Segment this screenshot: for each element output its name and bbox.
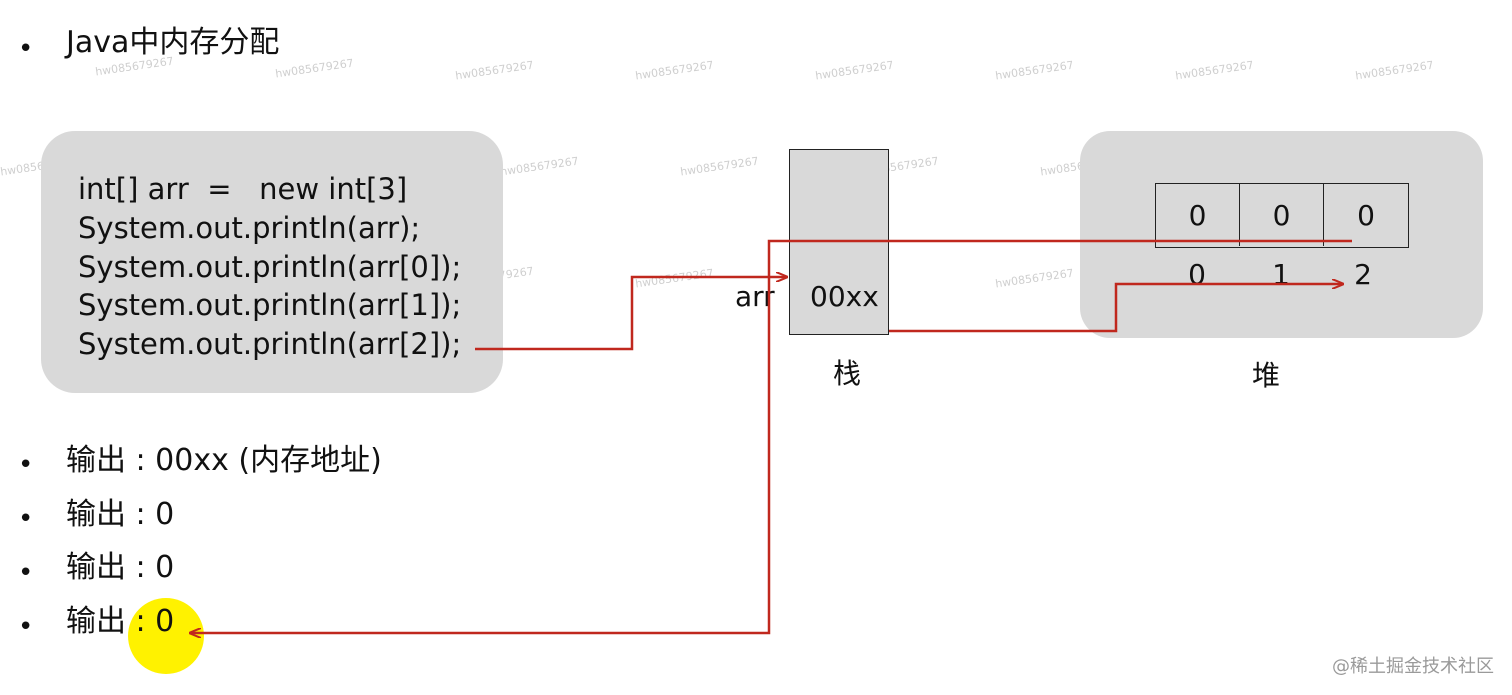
output-line: 输出 : 0 xyxy=(66,553,174,583)
output-value: : 0 xyxy=(126,497,175,532)
code-panel xyxy=(41,131,503,393)
bullet-marker: • xyxy=(18,612,34,642)
bullet-marker: • xyxy=(18,504,34,534)
output-prefix: 输出 xyxy=(66,550,126,585)
bullet-marker: • xyxy=(18,450,34,480)
arrow-stack-to-heap xyxy=(889,284,1343,333)
heap-array: 0 0 0 xyxy=(1155,183,1409,248)
code-line: int[] arr = new int[3] xyxy=(78,172,408,206)
output-value: : 00xx (内存地址) xyxy=(126,443,382,478)
arrow-code-to-stack xyxy=(475,277,787,351)
output-prefix: 输出 xyxy=(66,497,126,532)
output-line: 输出 : 00xx (内存地址) xyxy=(66,446,382,476)
slide-title: Java中内存分配 xyxy=(66,25,280,60)
arrow-heap-to-output xyxy=(190,239,1352,633)
bullet-marker: • xyxy=(18,34,34,64)
heap-label: 堆 xyxy=(1252,359,1281,392)
source-credit: @稀土掘金技术社区 xyxy=(1332,656,1494,677)
heap-cell: 0 xyxy=(1240,184,1324,246)
code-line: System.out.println(arr[0]); xyxy=(78,249,462,284)
stack-label: 栈 xyxy=(833,357,862,390)
code-line: System.out.println(arr); xyxy=(78,210,421,245)
heap-cell: 0 xyxy=(1156,184,1240,246)
heap-panel xyxy=(1080,131,1483,338)
code-block: int[] arr = new int[3] System.out.printl… xyxy=(78,170,461,364)
output-value: : 0 xyxy=(126,550,175,585)
output-line: 输出 : 0 xyxy=(66,607,174,637)
code-line: System.out.println(arr[1]); xyxy=(78,288,462,323)
heap-index: 2 xyxy=(1354,258,1372,291)
code-line: System.out.println(arr[2]); xyxy=(78,327,462,362)
stack-var-value: 00xx xyxy=(810,280,879,313)
output-prefix: 输出 xyxy=(66,443,126,478)
output-prefix: 输出 xyxy=(66,604,126,639)
bullet-marker: • xyxy=(18,558,34,588)
output-line: 输出 : 0 xyxy=(66,500,174,530)
output-value: : 0 xyxy=(126,604,175,639)
heap-cell: 0 xyxy=(1357,198,1375,232)
